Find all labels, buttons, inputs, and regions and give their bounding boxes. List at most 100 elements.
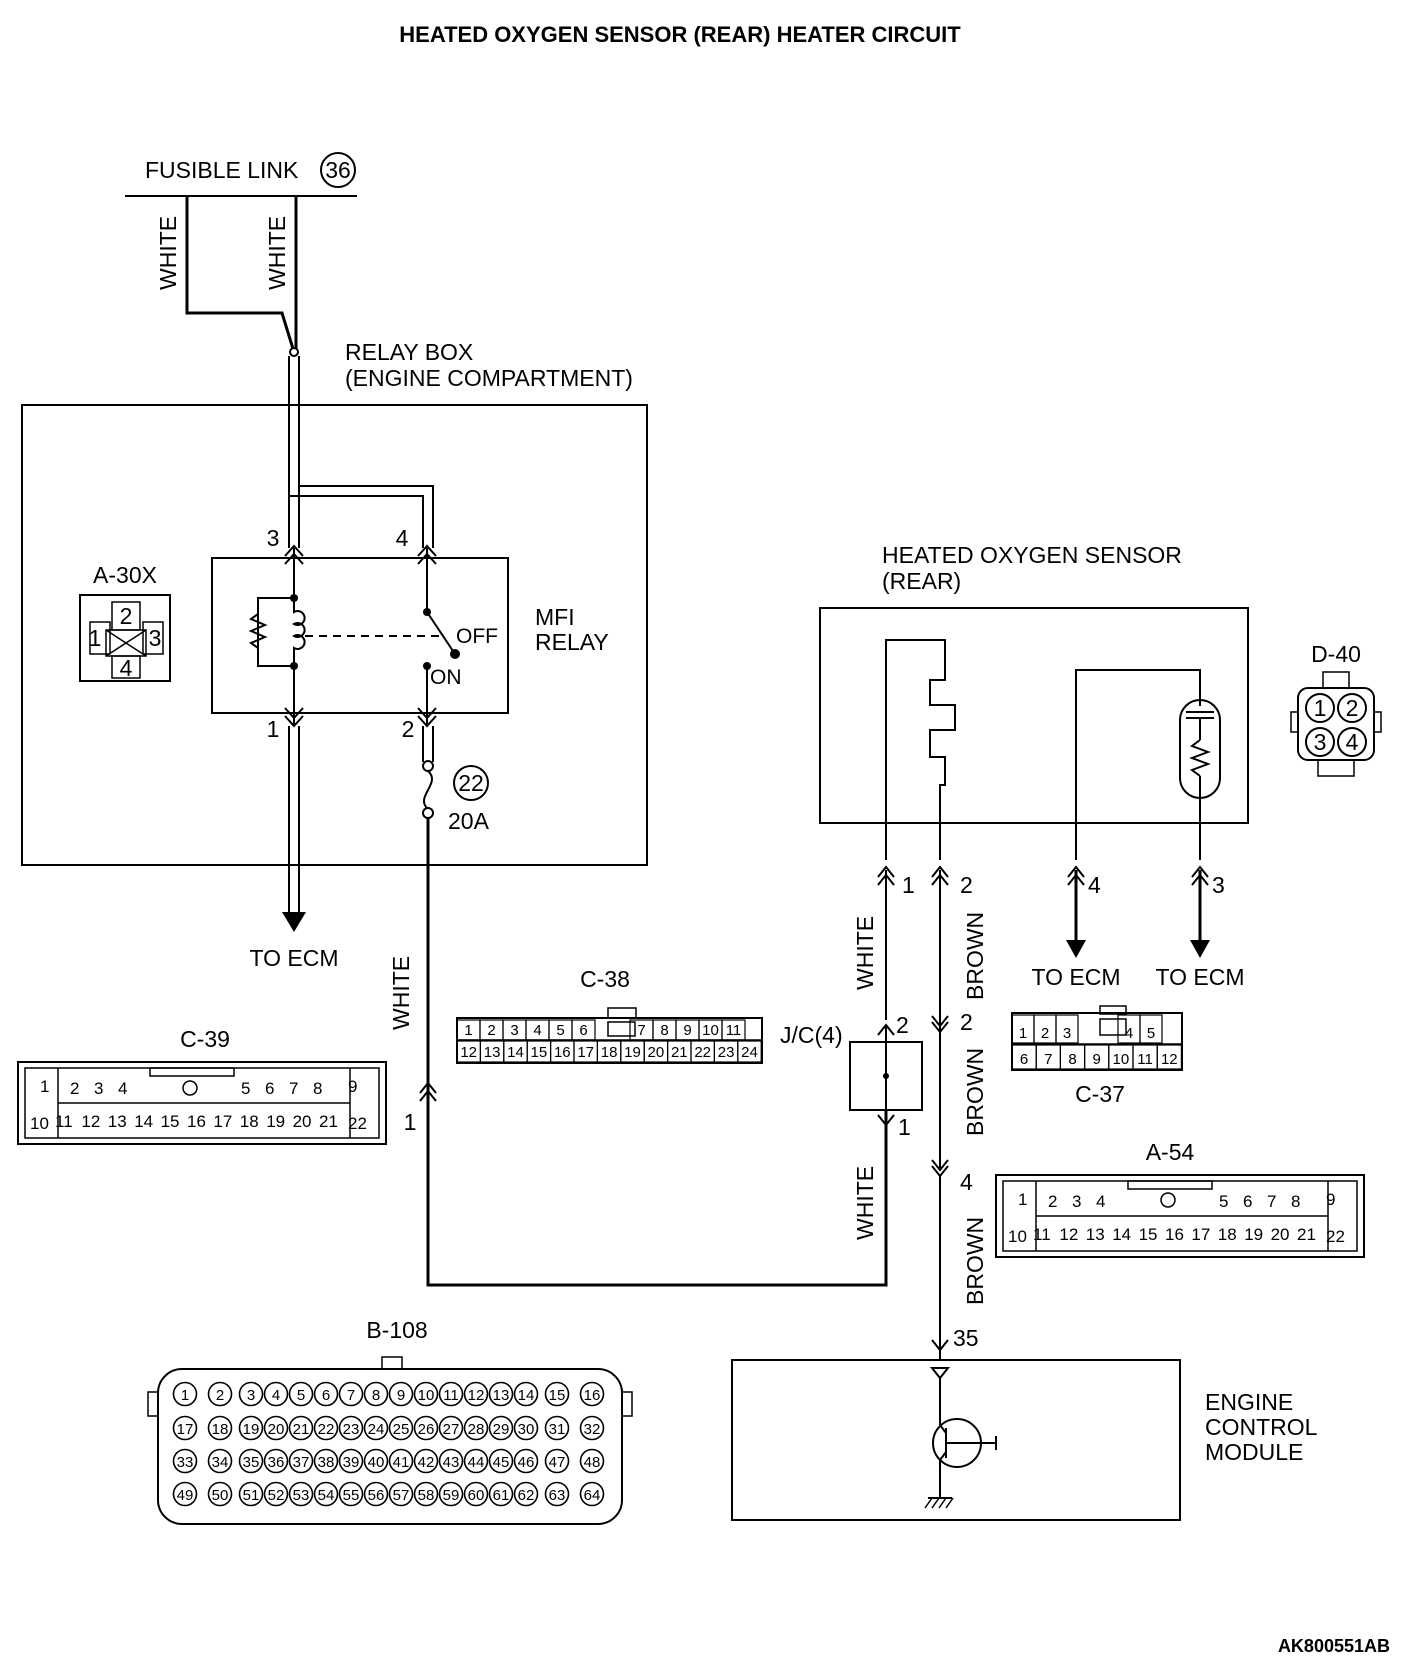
b108-pin-circle-10 [413,1381,439,1407]
c37-pin-3: 3 [1063,1025,1071,1042]
b108-pin-circle-17 [172,1415,198,1441]
b108-pin-circle-44 [463,1448,489,1474]
b108-pin-36: 36 [268,1454,285,1471]
d40-pin-1: 1 [1314,695,1327,721]
fuse-rating: 20A [448,808,490,834]
mfi-relay-label-line2: RELAY [535,629,609,655]
b108-pin-7: 7 [347,1387,355,1404]
relay-box-title: RELAY BOX [345,339,473,365]
b108-pin-43: 43 [443,1454,460,1471]
b108-pin-41: 41 [393,1454,410,1471]
b108-pin-55: 55 [343,1487,360,1504]
relay-to-ecm-label: TO ECM [249,945,338,971]
c38-pin-5: 5 [556,1022,564,1039]
b108-pin-circle-42 [413,1448,439,1474]
fuse-number-circle [453,765,489,801]
b108-pin-circle-51 [238,1481,264,1507]
b108-pin-51: 51 [243,1487,260,1504]
a54-pin-9: 9 [1326,1190,1335,1209]
connector-c39: C-39 [17,1026,387,1145]
connector-a54-code: A-54 [1146,1139,1195,1165]
upper-white-wires: WHITE WHITE [155,196,434,548]
b108-pin-25: 25 [393,1421,410,1438]
c37-pin-7: 7 [1044,1051,1052,1068]
b108-pin-47: 47 [549,1454,566,1471]
junction-connector: J/C(4) 2 1 WHITE [780,1012,923,1285]
b108-pin-44: 44 [468,1454,485,1471]
b108-pin-circle-7 [338,1381,364,1407]
connector-b108: B-108 [147,1317,633,1525]
sensor-terminals: 1 WHITE 2 BROWN 4 TO ECM 3 TO ECM [852,865,1245,1168]
fusible-link-label: FUSIBLE LINK [145,157,299,183]
b108-pin-circle-43 [438,1448,464,1474]
b108-pin-circle-63 [544,1481,570,1507]
b108-pin-9: 9 [397,1387,405,1404]
b108-pin-64: 64 [584,1487,601,1504]
b108-pin-57: 57 [393,1487,410,1504]
b108-pin-circle-6 [313,1381,339,1407]
diagram-title: HEATED OXYGEN SENSOR (REAR) HEATER CIRCU… [399,22,961,47]
wire-color-brown-b: BROWN [962,1048,988,1136]
b108-pin-circle-11 [438,1381,464,1407]
c39-pin-9: 9 [348,1077,357,1096]
b108-pin-46: 46 [518,1454,535,1471]
connector-d40-code: D-40 [1311,641,1361,667]
relay-terminal-2: 2 [402,716,415,742]
b108-pin-circle-64 [579,1481,605,1507]
heated-oxygen-sensor: HEATED OXYGEN SENSOR (REAR) [819,542,1249,860]
b108-pin-24: 24 [368,1421,385,1438]
b108-pin-circle-61 [488,1481,514,1507]
a54-pin-16: 16 [1165,1225,1184,1244]
c38-cell-11 [721,1019,746,1041]
wire-color-brown-a: BROWN [962,912,988,1000]
b108-pin-circle-38 [313,1448,339,1474]
b108-pin-29: 29 [493,1421,510,1438]
b108-pin-19: 19 [243,1421,260,1438]
c38-pin-21: 21 [671,1044,688,1061]
b108-pin-circle-34 [207,1448,233,1474]
c39-pin-18: 18 [240,1112,259,1131]
b108-pin-14: 14 [518,1387,535,1404]
wire-color-white-e: WHITE [852,1166,878,1240]
c38-pin-9: 9 [683,1022,691,1039]
b108-pin-circle-3 [238,1381,264,1407]
ecm-label-line3: MODULE [1205,1439,1303,1465]
b108-pin-16: 16 [584,1387,601,1404]
b108-pin-circle-22 [313,1415,339,1441]
c39-pin-4: 4 [118,1079,127,1098]
b108-pin-circle-5 [288,1381,314,1407]
c37-pin-4: 4 [1125,1025,1133,1042]
c38-pin-20: 20 [648,1044,665,1061]
d40-pin-3: 3 [1314,729,1327,755]
c38-pin-4: 4 [533,1022,541,1039]
c37-pin-4: 4 [960,1169,973,1195]
b108-pin-54: 54 [318,1487,335,1504]
c38-pin-16: 16 [554,1044,571,1061]
connector-a30x-code: A-30X [93,562,157,588]
b108-pin-35: 35 [243,1454,260,1471]
c38-pin-7: 7 [637,1022,645,1039]
a54-pin-10: 10 [1008,1227,1027,1246]
c37-cell-12 [1156,1044,1182,1070]
d40-pin-2: 2 [1346,695,1359,721]
b108-pin-63: 63 [549,1487,566,1504]
c37-pin-8: 8 [1068,1051,1076,1068]
a54-pin-18: 18 [1218,1225,1237,1244]
a30x-pin-4: 4 [120,655,133,681]
ho2s-subtitle: (REAR) [882,568,961,594]
connector-a54: A-54 [995,1139,1365,1258]
mfi-relay-label-line1: MFI [535,604,575,630]
c39-pin-1: 1 [40,1077,49,1096]
c39-pin-2: 2 [70,1079,79,1098]
b108-pin-circle-20 [263,1415,289,1441]
junction-pin-2: 2 [896,1012,909,1038]
c39-pin-11: 11 [55,1112,73,1131]
connector-c39-code: C-39 [180,1026,230,1052]
a54-pin-15: 15 [1139,1225,1158,1244]
b108-pin-circle-45 [488,1448,514,1474]
b108-pin-circle-26 [413,1415,439,1441]
wire-color-white-a: WHITE [155,216,181,290]
c38-pin-1: 1 [464,1022,472,1039]
b108-pin-28: 28 [468,1421,485,1438]
